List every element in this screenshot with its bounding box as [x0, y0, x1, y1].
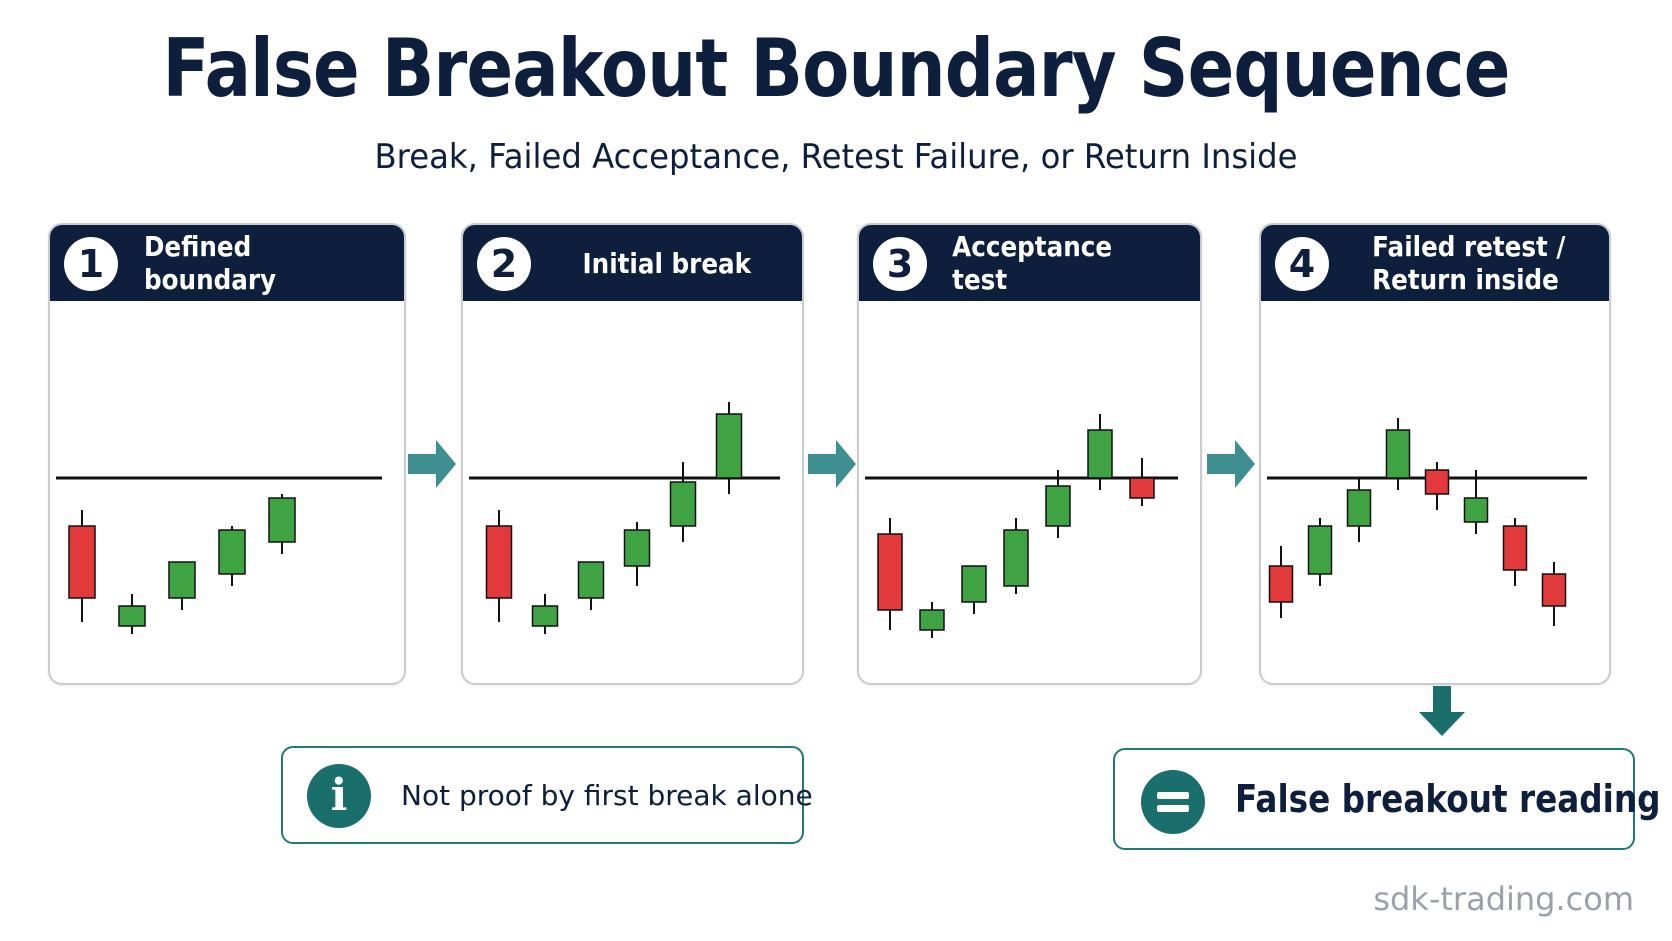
bearish-candle — [1541, 573, 1567, 607]
bullish-candle — [1307, 525, 1333, 575]
info-icon: i — [307, 764, 371, 828]
panel-title-text: Failed retest / Return inside — [1372, 230, 1566, 296]
step-number-badge: 1 — [64, 237, 118, 291]
step-number-badge: 3 — [873, 237, 927, 291]
equals-bar-top — [1157, 792, 1189, 799]
arrow-down-icon — [1419, 686, 1465, 736]
bullish-candle — [919, 609, 945, 631]
bullish-candle — [1463, 497, 1489, 523]
arrow-shape — [408, 440, 456, 488]
result-callout: False breakout reading — [1113, 748, 1661, 850]
bullish-candle — [531, 605, 559, 627]
equals-bar-bottom — [1157, 805, 1189, 812]
panel-title: Acceptance test — [937, 225, 1190, 301]
panel-title: Defined boundary — [128, 225, 394, 301]
panel-title: Initial break — [541, 225, 792, 301]
arrow-right-icon — [408, 440, 456, 488]
bullish-candle — [1346, 489, 1372, 527]
step-panel-1: 1 Defined boundary — [48, 223, 406, 685]
bullish-candle — [1385, 429, 1411, 479]
bullish-candle — [623, 529, 651, 567]
page-subtitle: Break, Failed Acceptance, Retest Failure… — [374, 137, 1298, 177]
bullish-candle — [218, 529, 246, 575]
candlestick-chart — [469, 402, 780, 634]
arrow-right-icon — [1207, 440, 1255, 488]
bullish-candle — [1087, 429, 1113, 479]
bullish-candle — [118, 605, 146, 627]
step-panel-4: 4 Failed retest / Return inside — [1259, 223, 1611, 685]
bearish-candle — [1424, 469, 1450, 495]
panel-title-text: Defined boundary — [143, 230, 277, 296]
bearish-candle — [877, 533, 903, 611]
step-number-badge: 4 — [1275, 237, 1329, 291]
panel-title-text: Acceptance test — [952, 230, 1113, 296]
arrow-shape — [1419, 686, 1465, 736]
page-title: False Breakout Boundary Sequence — [162, 22, 1510, 115]
panel-header: 4 Failed retest / Return inside — [1261, 225, 1609, 301]
bearish-candle — [1129, 477, 1155, 499]
panel-header: 3 Acceptance test — [859, 225, 1200, 301]
candlestick-chart — [1267, 418, 1587, 626]
bullish-candle — [669, 481, 697, 527]
bullish-candle — [1003, 529, 1029, 587]
bullish-candle — [1045, 485, 1071, 527]
candlestick-chart — [865, 414, 1178, 638]
bearish-candle — [68, 525, 96, 599]
bearish-candle — [1268, 565, 1294, 603]
arrow-right-icon — [808, 440, 856, 488]
panel-header: 2 Initial break — [463, 225, 802, 301]
panel-title-text: Initial break — [582, 246, 751, 280]
note-text: Not proof by first break alone — [401, 778, 813, 812]
bullish-candle — [715, 413, 743, 479]
result-text-label: False breakout reading — [1235, 777, 1661, 821]
arrow-shape — [808, 440, 856, 488]
panel-title: Failed retest / Return inside — [1339, 225, 1599, 301]
footer-watermark: sdk-trading.com — [1373, 880, 1634, 918]
arrow-shape — [1207, 440, 1255, 488]
bullish-candle — [577, 561, 605, 599]
step-panel-3: 3 Acceptance test — [857, 223, 1202, 685]
step-panel-2: 2 Initial break — [461, 223, 804, 685]
equals-icon — [1141, 770, 1205, 834]
bearish-candle — [1502, 525, 1528, 571]
step-number-badge: 2 — [477, 237, 531, 291]
panel-header: 1 Defined boundary — [50, 225, 404, 301]
bullish-candle — [168, 561, 196, 599]
result-text: False breakout reading — [1235, 750, 1672, 848]
candlestick-chart — [56, 476, 382, 634]
bullish-candle — [961, 565, 987, 603]
bearish-candle — [485, 525, 513, 599]
note-callout: i Not proof by first break alone — [281, 746, 813, 844]
bullish-candle — [268, 497, 296, 543]
